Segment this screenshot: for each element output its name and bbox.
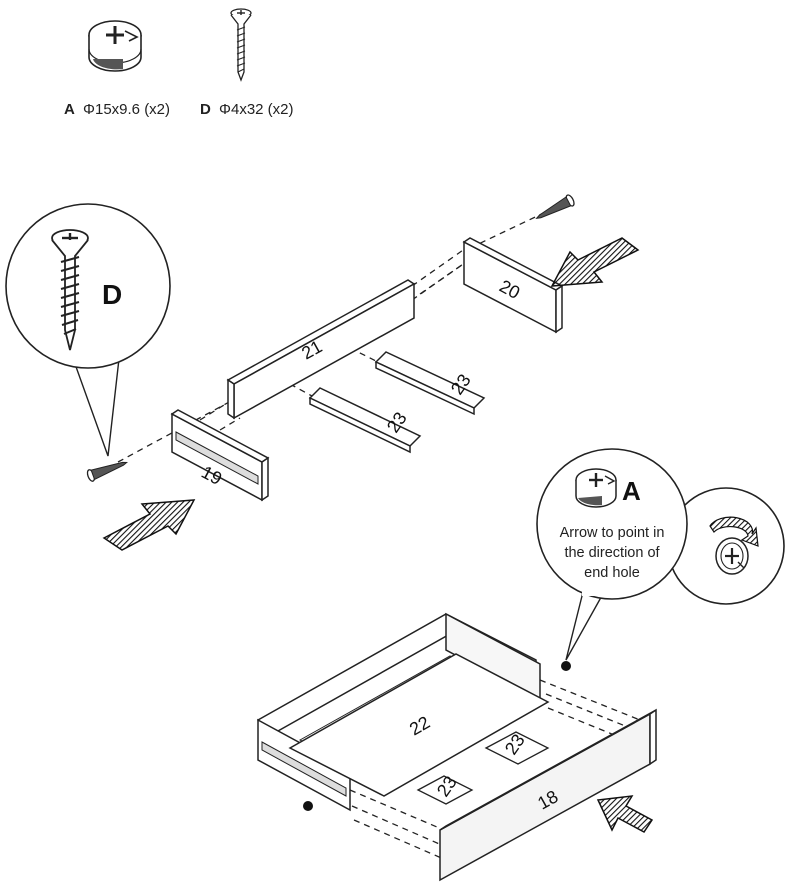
hardware-legend: A Φ15x9.6 (x2) D Φ4x32 (x2) bbox=[64, 8, 294, 118]
cam-lock-icon bbox=[575, 468, 617, 508]
rotate-arrow-icon bbox=[709, 516, 759, 575]
push-arrow-icon bbox=[596, 795, 654, 833]
callout-d-letter: D bbox=[102, 279, 122, 310]
panel-19: 19 bbox=[170, 409, 270, 502]
drawer-assembly: 22 23 23 18 bbox=[257, 612, 657, 882]
cam-callout: A Arrow to point in the direction of end… bbox=[536, 448, 785, 661]
push-arrow-icon bbox=[550, 237, 640, 287]
screw-callout: D bbox=[5, 203, 171, 457]
upper-assembly: 20 21 23 23 19 bbox=[86, 194, 640, 551]
hardware-d-label: D Φ4x32 (x2) bbox=[200, 101, 294, 118]
screw-icon bbox=[51, 229, 89, 351]
screw-icon bbox=[535, 194, 575, 219]
cam-note-line-1: Arrow to point in bbox=[560, 525, 665, 541]
hardware-a-label: A Φ15x9.6 (x2) bbox=[64, 101, 170, 118]
cam-note-line-2: the direction of bbox=[564, 545, 660, 561]
screw-icon bbox=[86, 461, 129, 482]
cam-note-line-3: end hole bbox=[584, 565, 640, 581]
cam-hole-marker bbox=[561, 661, 571, 671]
cam-lock-icon bbox=[88, 20, 142, 72]
panel-23-upper: 23 bbox=[374, 351, 486, 416]
callout-a-letter: A bbox=[622, 476, 641, 506]
cam-hole-marker bbox=[303, 801, 313, 811]
panel-23-lower: 23 bbox=[308, 387, 422, 454]
panel-21: 21 bbox=[226, 279, 416, 420]
push-arrow-icon bbox=[102, 499, 196, 551]
panel-20: 20 bbox=[462, 237, 564, 334]
screw-icon bbox=[230, 8, 252, 82]
